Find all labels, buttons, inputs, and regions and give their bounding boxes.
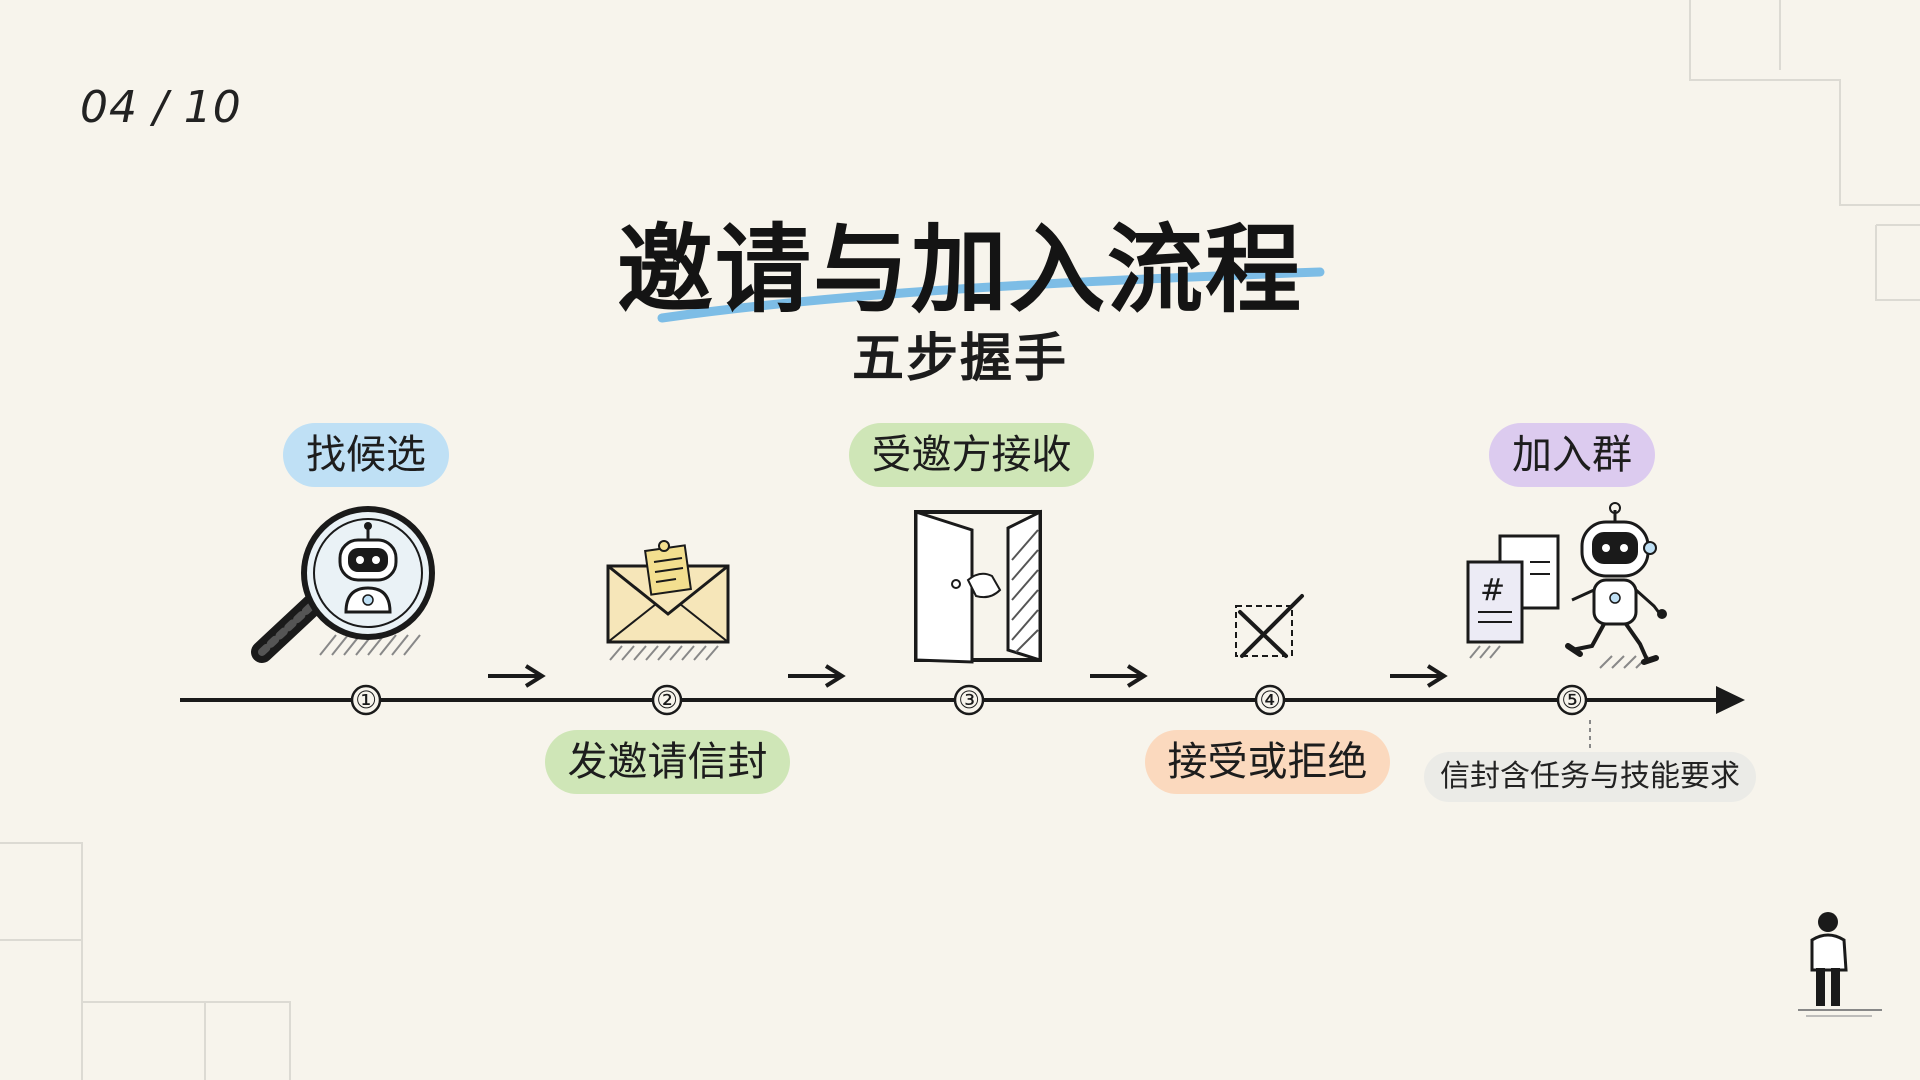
page-counter: 04 / 10 — [80, 82, 242, 133]
step-arrows — [488, 664, 1448, 688]
step-number-4: ④ — [1259, 686, 1281, 714]
step-number-5: ⑤ — [1561, 686, 1583, 714]
svg-text:#: # — [1480, 573, 1505, 608]
step-number-3: ③ — [958, 686, 980, 714]
arrow-icon — [1390, 664, 1448, 688]
envelope-icon — [606, 540, 730, 661]
step-label-5: 加入群 — [1489, 423, 1655, 487]
step-label-4: 接受或拒绝 — [1145, 730, 1390, 794]
arrow-icon — [488, 664, 546, 688]
timeline-arrowhead — [1716, 686, 1745, 714]
person-icon — [1798, 912, 1882, 1017]
step-label-1: 找候选 — [283, 423, 449, 487]
step-label-3: 受邀方接收 — [849, 423, 1094, 487]
envelope-note: 信封含任务与技能要求 — [1424, 752, 1756, 802]
arrow-icon — [1090, 664, 1148, 688]
page-subtitle: 五步握手 — [851, 329, 1068, 389]
page-title: 邀请与加入流程 — [617, 214, 1303, 326]
door-icon — [914, 509, 1042, 664]
magnifier-robot-icon — [251, 506, 435, 663]
robot-joining-icon: # — [1466, 502, 1667, 669]
step-number-2: ② — [656, 686, 678, 714]
arrow-icon — [788, 664, 846, 688]
step-number-1: ① — [355, 686, 377, 714]
step-label-2: 发邀请信封 — [545, 730, 790, 794]
cross-mark-icon — [1235, 594, 1304, 658]
